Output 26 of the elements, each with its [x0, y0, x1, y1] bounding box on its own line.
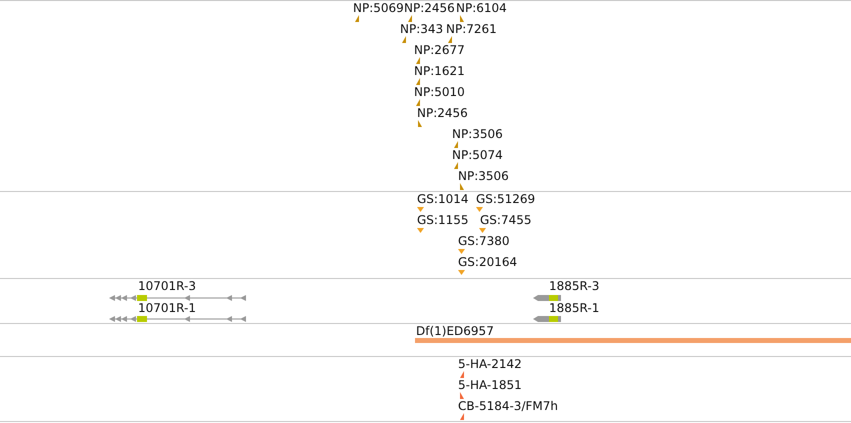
feature-label: 10701R-1: [138, 301, 196, 315]
feature-label: Df(1)ED6957: [416, 324, 494, 338]
feature-label: NP:2677: [414, 43, 465, 57]
feature-label: GS:20164: [458, 255, 518, 269]
feature-label: NP:1621: [414, 64, 465, 78]
feature-label: NP:5074: [452, 148, 503, 162]
feature-label: NP:2456: [404, 1, 455, 15]
feature-label: 1885R-3: [549, 279, 600, 293]
feature-label: NP:2456: [417, 106, 468, 120]
feature-label: GS:7455: [480, 213, 532, 227]
feature-label: GS:51269: [476, 192, 536, 206]
feature-label: NP:343: [400, 22, 444, 36]
feature-label: 10701R-3: [138, 279, 196, 293]
feature-label: GS:1014: [417, 192, 468, 206]
feature-label: NP:6104: [456, 1, 507, 15]
feature-label: 5-HA-1851: [458, 378, 522, 392]
feature-label: 1885R-1: [549, 301, 600, 315]
feature-label: NP:5069: [353, 1, 404, 15]
feature-label: NP:7261: [446, 22, 497, 36]
feature-label: GS:1155: [417, 213, 468, 227]
feature-label: 5-HA-2142: [458, 357, 522, 371]
feature-label: NP:5010: [414, 85, 465, 99]
feature-label: GS:7380: [458, 234, 510, 248]
feature-label: NP:3506: [458, 169, 509, 183]
feature-label: NP:3506: [452, 127, 503, 141]
feature-label: CB-5184-3/FM7h: [458, 399, 558, 413]
